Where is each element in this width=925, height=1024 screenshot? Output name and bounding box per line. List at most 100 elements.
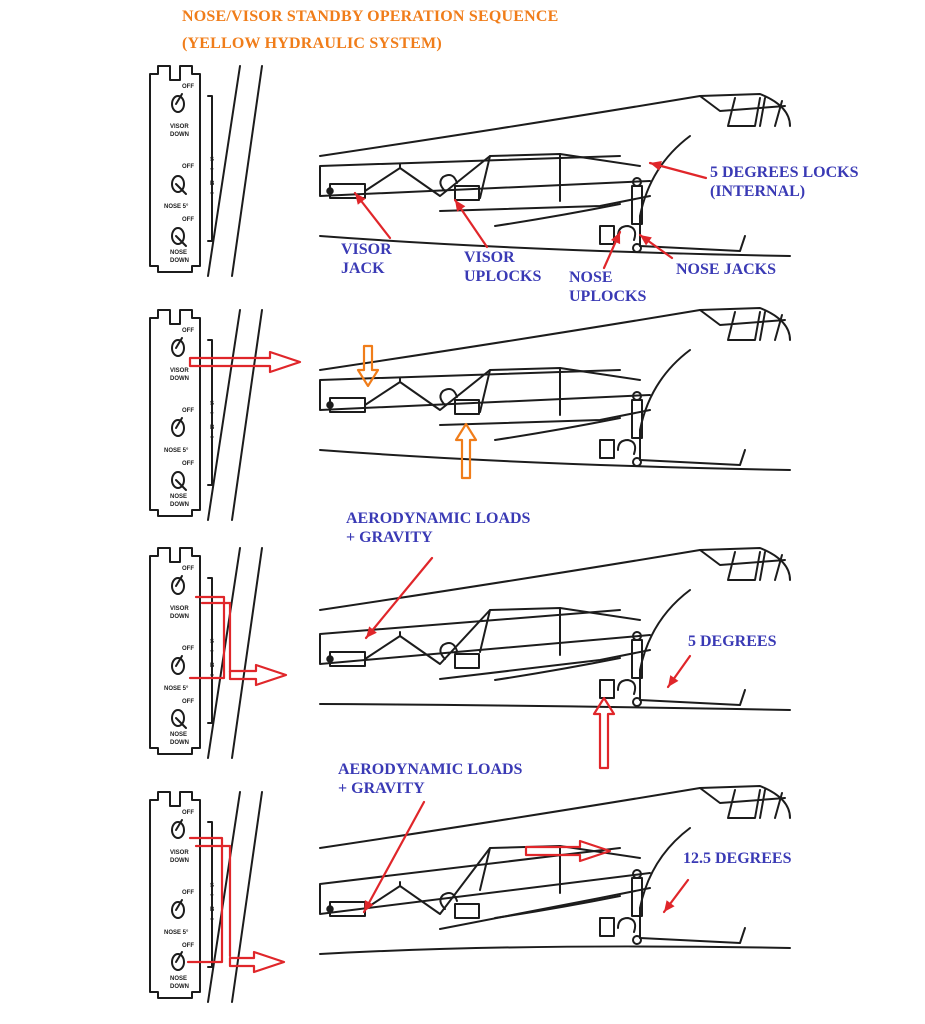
switch-lever	[175, 899, 183, 911]
cockpit-windows	[699, 549, 786, 581]
visor-uplock-hook	[439, 642, 458, 660]
nose-uplock-release-arrow	[592, 696, 616, 770]
switch-base	[171, 709, 185, 727]
aero-arrow-stage4-head	[364, 899, 374, 912]
lower-fuselage	[319, 235, 791, 257]
nose-jack-extend-arrow	[524, 839, 612, 863]
visor-label: VISOR	[170, 850, 189, 856]
switch-base	[171, 419, 185, 437]
five-degrees-locks-label: 5 DEGREES LOCKS (INTERNAL)	[710, 164, 859, 200]
lower-fuselage	[319, 449, 791, 471]
stby-letter: S	[210, 401, 214, 407]
nose-uplocks-label: NOSE UPLOCKS	[569, 269, 647, 305]
visor-jack-pivot	[326, 187, 334, 195]
nose-uplock-hook	[617, 679, 637, 695]
nose-uplock-hook	[617, 225, 637, 241]
nose-jack-bottom	[632, 935, 642, 945]
command-arrow-visor	[188, 350, 302, 374]
five-degrees-locks-arrow-head	[650, 161, 662, 171]
stby-bracket	[207, 577, 213, 724]
upper-fuselage	[319, 93, 791, 157]
nose-uplock-hook	[617, 917, 637, 933]
lower-rail	[439, 887, 651, 930]
switch-lever	[175, 183, 187, 195]
stby-letter: S	[210, 639, 214, 645]
visor-jack-pivot	[326, 655, 334, 663]
visor-outline	[319, 369, 651, 411]
switch-base	[171, 657, 185, 675]
fuselage-line-1	[231, 65, 263, 277]
nose-jacks-arrow-head	[640, 235, 652, 246]
linkage-struts	[399, 153, 561, 202]
stby-letter: Y	[210, 437, 214, 443]
down-label: DOWN	[170, 132, 189, 138]
visor-label: VISOR	[170, 124, 189, 130]
visor-uplock-hook	[439, 174, 458, 192]
toggle-switch-3	[171, 471, 187, 491]
visor-label: VISOR	[170, 606, 189, 612]
stby-letter: T	[210, 895, 214, 901]
visor-jack-label: VISOR JACK	[341, 241, 392, 277]
visor-linkage	[364, 153, 641, 197]
panel-frame	[149, 791, 201, 999]
nose-hinge-line	[639, 349, 691, 461]
stby-letter: T	[210, 169, 214, 175]
nose-uplock-box	[599, 679, 615, 699]
off-label: OFF	[182, 164, 194, 170]
stby-letter: T	[210, 651, 214, 657]
off-label: OFF	[182, 84, 194, 90]
nose-jack-bottom	[632, 243, 642, 253]
command-bracket-stage3	[188, 595, 226, 680]
switch-lever	[175, 93, 183, 105]
lower-fuselage	[319, 703, 791, 711]
linkage-struts	[399, 845, 561, 894]
panel-top-notch	[169, 799, 181, 807]
toggle-switch-3	[171, 227, 187, 247]
stby-letter: Y	[210, 193, 214, 199]
lower-rail	[439, 195, 651, 212]
toggle-switch-3	[171, 951, 185, 971]
linkage-struts	[399, 607, 561, 656]
visor-uplocks-arrow-head	[455, 200, 466, 212]
visor-uplock-box	[454, 399, 480, 415]
nose-mechanism-stage3	[319, 547, 791, 711]
skid-rail	[494, 657, 621, 681]
toggle-switch-2	[171, 175, 187, 195]
down-label: DOWN	[170, 258, 189, 264]
switch-lever	[175, 655, 183, 667]
down-label: DOWN	[170, 984, 189, 990]
panel-top-notch	[169, 73, 181, 81]
toggle-switch-2	[171, 417, 185, 437]
down-label: DOWN	[170, 858, 189, 864]
down-label: DOWN	[170, 502, 189, 508]
nose-label: NOSE	[170, 494, 187, 500]
command-bracket-stage4	[186, 836, 224, 964]
off-label: OFF	[182, 646, 194, 652]
switch-lever	[175, 575, 183, 587]
panel-top-notch	[169, 555, 181, 563]
fuselage-line-4	[207, 791, 241, 1003]
switch-base	[171, 471, 185, 489]
nose-5-label: NOSE 5°	[164, 204, 189, 210]
visor-jack-arrow-head	[355, 193, 366, 205]
nose-label: NOSE	[170, 732, 187, 738]
nose-jacks-label: NOSE JACKS	[676, 261, 777, 278]
skid-rail	[494, 203, 621, 227]
nose-mechanism-stage1	[319, 93, 791, 257]
command-arrow-nose-down	[228, 950, 286, 974]
aero-arrow-stage4	[362, 800, 426, 914]
down-label: DOWN	[170, 614, 189, 620]
cockpit-windows	[699, 95, 786, 127]
nose-label: NOSE	[170, 976, 187, 982]
linkage-struts	[399, 367, 561, 416]
lower-fuselage	[319, 945, 791, 955]
visor-jack-pivot	[326, 905, 334, 913]
nose-uplock-box	[599, 917, 615, 937]
nose-jack-top	[632, 869, 642, 879]
nose-jack-bottom	[632, 457, 642, 467]
stby-bracket	[207, 95, 213, 242]
cockpit-windows	[699, 309, 786, 341]
visor-linkage	[364, 367, 641, 411]
